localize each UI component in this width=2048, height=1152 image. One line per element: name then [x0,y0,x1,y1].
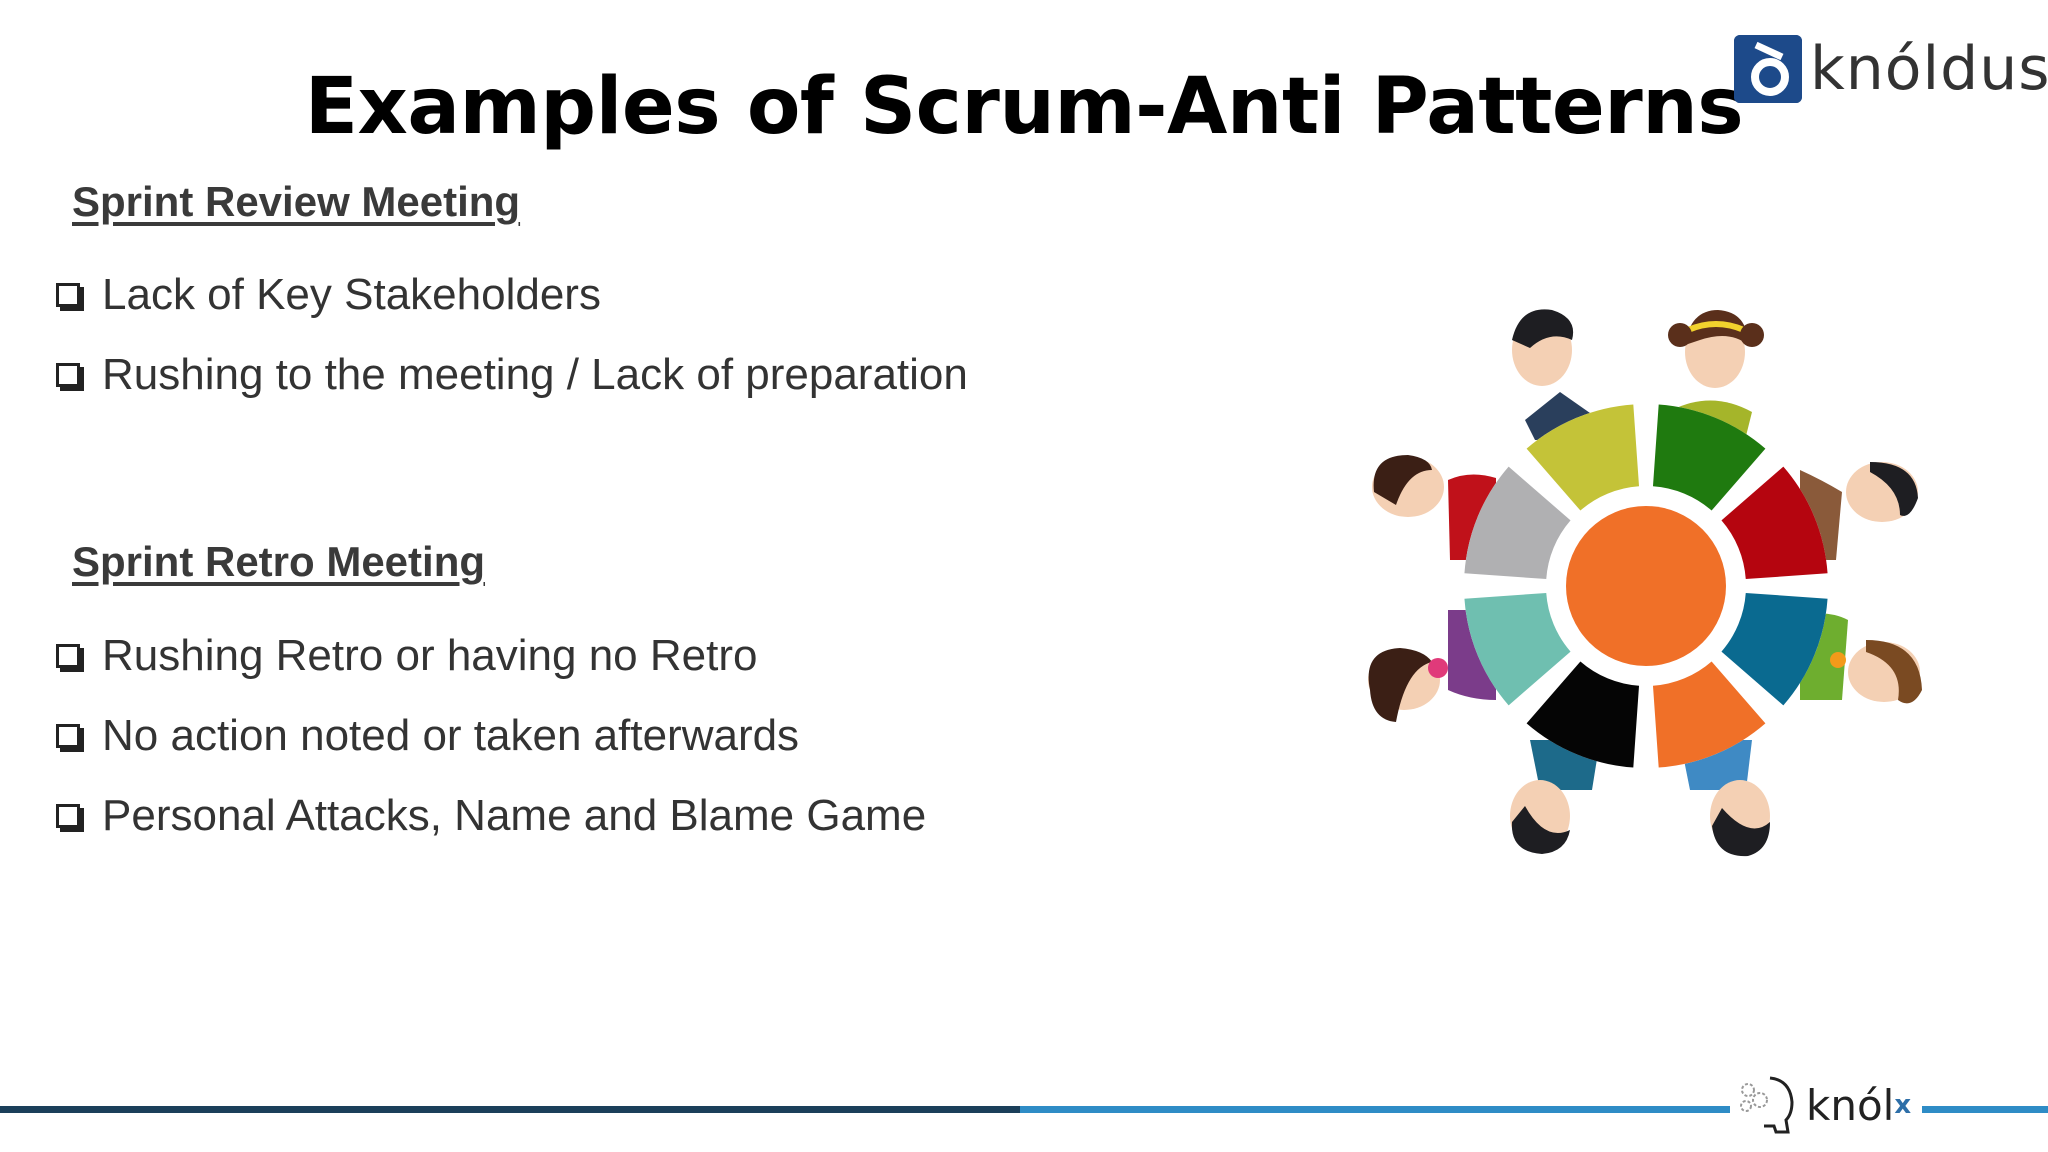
checkbox-icon [56,644,84,672]
bullet-text: Personal Attacks, Name and Blame Game [102,791,927,840]
checkbox-icon [56,724,84,752]
bullet-text: Lack of Key Stakeholders [102,270,601,319]
table-segment [1526,661,1640,768]
bullet-item: Lack of Key Stakeholders [56,270,601,320]
bullet-item: Personal Attacks, Name and Blame Game [56,791,926,841]
table-segment [1721,466,1828,580]
footer-bar-light [1020,1106,2048,1113]
slide-title: Examples of Scrum-Anti Patterns [304,62,1744,152]
bullet-item: Rushing to the meeting / Lack of prepara… [56,350,968,400]
table-segment [1526,404,1640,511]
table-segment [1652,661,1766,768]
bullet-item: No action noted or taken afterwards [56,711,799,761]
round-table-illustration [1368,309,1922,857]
bullet-text: No action noted or taken afterwards [102,711,800,760]
footer-logo-text: knól [1806,1080,1895,1130]
bullet-text: Rushing to the meeting / Lack of prepara… [102,350,968,399]
bullet-item: Rushing Retro or having no Retro [56,631,757,681]
table-segment [1464,466,1571,580]
checkbox-icon [56,363,84,391]
brand-logo: knóldus [1734,34,2048,104]
section-heading-review: Sprint Review Meeting [72,178,521,225]
head-gears-icon [1740,1076,1794,1134]
checkbox-icon [56,804,84,832]
footer-bar-dark [0,1106,1020,1113]
table-segment [1464,592,1571,706]
footer-logo-sup: x [1894,1090,1912,1120]
bullet-text: Rushing Retro or having no Retro [102,631,758,680]
checkbox-icon [56,283,84,311]
table-center [1566,506,1726,666]
section-heading-retro: Sprint Retro Meeting [72,538,486,585]
round-table [1464,404,1828,768]
brand-name: knóldus [1810,34,2048,104]
knoldus-logo-icon [1734,35,1802,103]
table-segment [1721,592,1828,706]
table-segment [1652,404,1766,511]
